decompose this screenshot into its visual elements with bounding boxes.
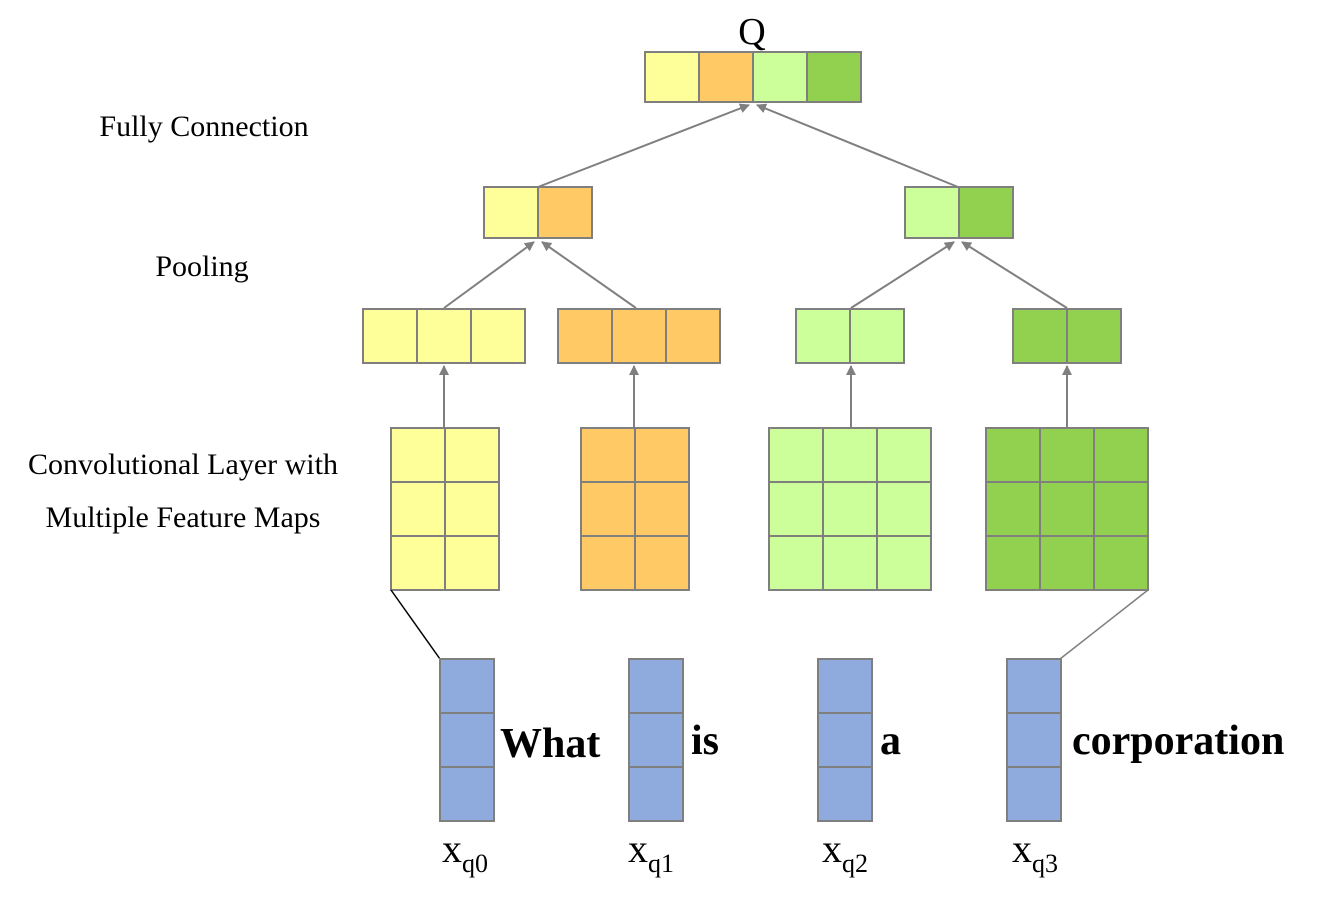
pooling-label: Pooling: [155, 250, 248, 283]
pool-out-left-cell-1: [483, 186, 539, 239]
var-xq2: xq2: [822, 826, 868, 878]
word-is: is: [691, 718, 719, 764]
word-vector-3: [817, 658, 873, 822]
fc-arrow-left: [537, 103, 750, 188]
pooling-output-right: [904, 186, 1014, 239]
word-a: a: [880, 718, 901, 764]
pool-out-right-cell-2: [958, 186, 1014, 239]
pooled-3-cell-2: [849, 308, 905, 364]
pooled-1-cell-1: [362, 308, 418, 364]
output-cell-1: [644, 51, 700, 103]
feature-map-2: [580, 427, 690, 591]
feature-map-1: [390, 427, 500, 591]
pooled-1-cell-3: [470, 308, 526, 364]
pool-out-left-cell-2: [537, 186, 593, 239]
output-label: Q: [738, 11, 765, 53]
pooled-vector-4: [1012, 308, 1122, 364]
pool-arrow-2: [541, 241, 637, 309]
word-vector-2: [628, 658, 684, 822]
pooled-2-cell-2: [611, 308, 667, 364]
fully-connection-label: Fully Connection: [99, 110, 308, 143]
pooled-4-cell-1: [1012, 308, 1068, 364]
feature-map-4: [985, 427, 1149, 591]
conv-label-line2: Multiple Feature Maps: [46, 501, 321, 534]
output-cell-4: [806, 51, 862, 103]
word-vector-1: [439, 658, 495, 822]
pooled-4-cell-2: [1066, 308, 1122, 364]
window-line-left: [390, 589, 441, 660]
pool-out-right-cell-1: [904, 186, 960, 239]
pooled-vector-1: [362, 308, 526, 364]
output-cell-2: [698, 51, 754, 103]
pool-arrow-3: [850, 241, 955, 309]
pool-arrow-4: [961, 241, 1068, 309]
pooled-vector-3: [795, 308, 905, 364]
var-xq3: xq3: [1012, 826, 1058, 878]
var-xq1: xq1: [628, 826, 674, 878]
var-xq0: xq0: [442, 826, 488, 878]
output-vector: [644, 51, 862, 103]
window-line-right: [1059, 589, 1149, 660]
feature-map-3: [768, 427, 932, 591]
pooled-3-cell-1: [795, 308, 851, 364]
pool-arrow-1: [443, 241, 535, 309]
conv-label-line1: Convolutional Layer with: [28, 448, 338, 481]
pooled-1-cell-2: [416, 308, 472, 364]
word-what: What: [500, 721, 600, 767]
pooled-2-cell-3: [665, 308, 721, 364]
pooling-output-left: [483, 186, 593, 239]
pooled-vector-2: [557, 308, 721, 364]
word-corporation: corporation: [1072, 718, 1284, 764]
word-vector-4: [1006, 658, 1062, 822]
output-cell-3: [752, 51, 808, 103]
fc-arrow-right: [756, 103, 959, 188]
pooled-2-cell-1: [557, 308, 613, 364]
